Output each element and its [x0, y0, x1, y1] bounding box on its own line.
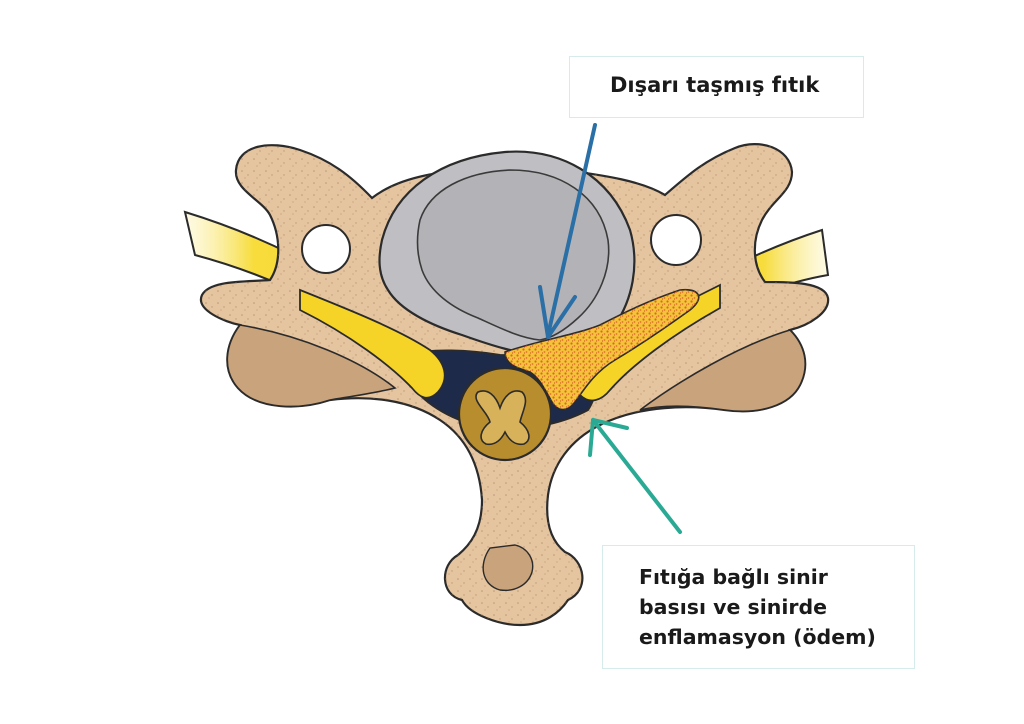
herniation-arrow-head	[538, 285, 577, 339]
spinal-cord-gray-matter	[475, 390, 530, 446]
spinous-process-shadow	[482, 544, 534, 592]
compression-label-line-3: enflamasyon (ödem)	[639, 625, 876, 649]
nerve-compression-label: Fıtığa bağlı sinir basısı ve sinirde enf…	[602, 545, 915, 669]
compression-label-line-1: Fıtığa bağlı sinir	[639, 565, 828, 589]
inflammation-dots	[505, 289, 699, 410]
compression-label-line-2: basısı ve sinirde	[639, 595, 828, 619]
right-transverse-foramen	[650, 214, 702, 266]
left-nerve-inner	[299, 288, 446, 399]
left-facet-shadow	[226, 324, 397, 408]
compression-arrow-head	[588, 418, 629, 457]
herniation-label: Dışarı taşmış fıtık	[569, 56, 864, 118]
left-transverse-foramen	[301, 224, 351, 274]
herniation-label-text: Dışarı taşmış fıtık	[610, 73, 820, 97]
compression-arrow-shaft	[591, 418, 682, 534]
right-facet-shadow	[639, 329, 806, 413]
herniation-arrow-shaft	[546, 123, 597, 337]
nucleus-pulposus	[416, 169, 610, 341]
